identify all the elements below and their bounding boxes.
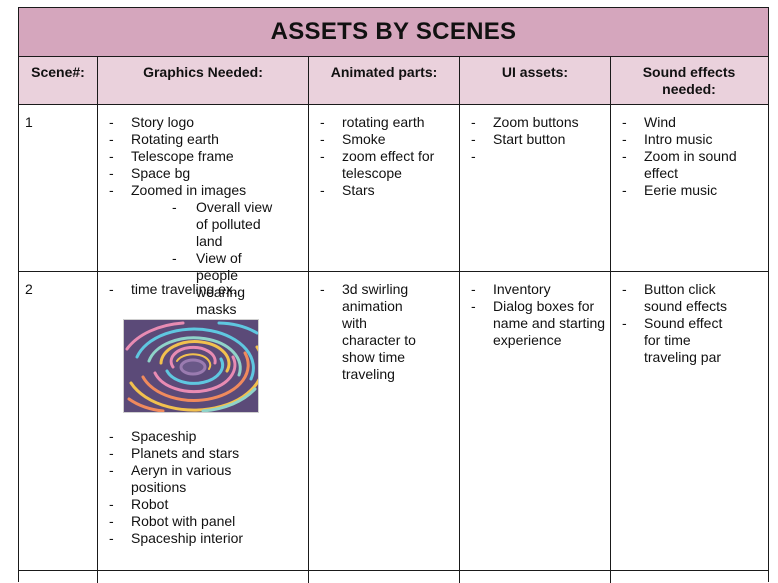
sub-list-item: Overall view of polluted land (148, 199, 280, 250)
list-item: Stars (309, 182, 459, 199)
row1-sound-cell: Wind Intro music Zoom in sound effect Ee… (611, 114, 768, 199)
row-divider-1 (19, 271, 768, 272)
list-item: Zoomed in images (98, 182, 303, 199)
header-graphics: Graphics Needed: (143, 64, 263, 80)
sub-list-item: View of people wearing masks (148, 250, 280, 318)
list-item: Story logo (98, 114, 303, 131)
header-sound: Sound effects needed: (642, 64, 736, 97)
list-item: Inventory (460, 281, 610, 298)
row2-animated-cell: 3d swirling animation with character to … (309, 281, 459, 383)
header-divider (19, 104, 768, 105)
title-background (19, 8, 768, 56)
header-background (19, 57, 768, 104)
row2-sound-cell: Button click sound effects Sound effect … (611, 281, 768, 366)
row1-ui-cell: Zoom buttons Start button (460, 114, 610, 165)
list-item: Rotating earth (98, 131, 303, 148)
list-item: Telescope frame (98, 148, 303, 165)
list-item: rotating earth (309, 114, 459, 131)
time-travel-swirl-image (123, 319, 259, 413)
list-item: Smoke (309, 131, 459, 148)
list-item: Eerie music (611, 182, 768, 199)
column-divider-1 (97, 57, 98, 583)
page-title: ASSETS BY SCENES (270, 18, 517, 45)
list-item: Spaceship (98, 428, 303, 445)
title-divider (19, 56, 768, 57)
list-item: zoom effect for telescope (309, 148, 459, 182)
row-divider-2 (19, 570, 768, 571)
header-animated: Animated parts: (330, 64, 438, 80)
list-item: Zoom buttons (460, 114, 610, 131)
header-scene: Scene#: (31, 64, 85, 80)
list-item: Start button (460, 131, 610, 148)
list-item: Dialog boxes for name and starting exper… (460, 298, 610, 349)
list-item: Aeryn in various positions (98, 462, 241, 496)
list-item: Sound effect for time traveling par (611, 315, 742, 366)
list-item: Wind (611, 114, 768, 131)
list-item: Robot with panel (98, 513, 303, 530)
list-item (460, 148, 610, 165)
list-item: Robot (98, 496, 303, 513)
assets-table: ASSETS BY SCENES Scene#: Graphics Needed… (18, 7, 769, 583)
row2-graphics-cell: Spaceship Planets and stars Aeryn in var… (98, 428, 303, 547)
row1-graphics-cell: Story logo Rotating earth Telescope fram… (98, 114, 303, 318)
list-item: Space bg (98, 165, 303, 182)
row2-graphics-top-cell: time traveling ex. (98, 281, 303, 298)
list-item: 3d swirling animation with character to … (309, 281, 422, 383)
list-item: Spaceship interior (98, 530, 303, 547)
list-item-label: Zoomed in images (131, 182, 247, 198)
scene-number-2: 2 (25, 281, 33, 297)
header-ui: UI assets: (501, 64, 569, 80)
list-item: Button click sound effects (611, 281, 742, 315)
list-item: Zoom in sound effect (611, 148, 768, 182)
row1-animated-cell: rotating earth Smoke zoom effect for tel… (309, 114, 459, 199)
list-item: time traveling ex. (98, 281, 303, 298)
row2-ui-cell: Inventory Dialog boxes for name and star… (460, 281, 610, 349)
scene-number-1: 1 (25, 114, 33, 130)
list-item: Intro music (611, 131, 768, 148)
list-item: Planets and stars (98, 445, 303, 462)
